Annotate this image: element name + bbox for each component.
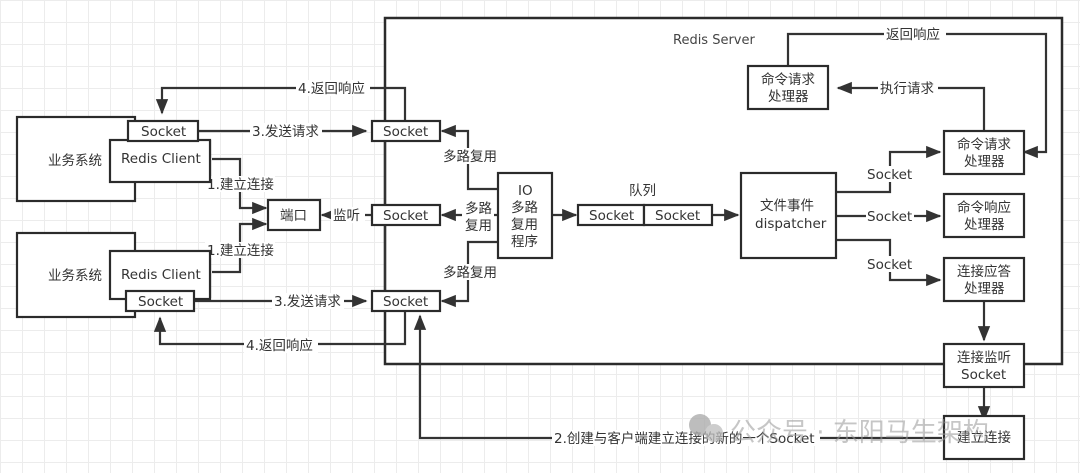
edge-return-response-top xyxy=(155,86,407,122)
label-send-request-bottom: 3.发送请求 xyxy=(274,294,341,310)
label-mux-bottom: 多路复用 xyxy=(443,264,497,281)
cmd-response-line-2: 处理器 xyxy=(964,217,1005,233)
watermark-text: 公众号 · 东阳马生架构 xyxy=(730,418,989,448)
file-event-dispatcher-box xyxy=(739,171,838,260)
dispatcher-line-1: 文件事件 xyxy=(760,198,814,214)
watermark: 公众号 · 东阳马生架构 xyxy=(689,414,989,448)
conn-accept-handler xyxy=(942,256,1026,303)
queue-socket-2-label: Socket xyxy=(655,208,700,224)
label-server-return-response: 返回响应 xyxy=(886,26,940,43)
io-mux-line-1: IO xyxy=(518,183,533,199)
label-dispatch-top: Socket xyxy=(867,167,912,183)
server-socket-mid xyxy=(370,203,442,227)
cmd-request-top-line-1: 命令请求 xyxy=(761,71,815,88)
io-mux-line-2: 多路 xyxy=(511,199,539,216)
conn-listen-line-1: 连接监听 xyxy=(957,349,1011,366)
server-socket-top xyxy=(370,119,442,143)
port-box xyxy=(266,198,322,232)
cmd-response-line-1: 命令响应 xyxy=(957,199,1011,216)
label-mux-top: 多路复用 xyxy=(443,148,497,165)
io-multiplexer-box xyxy=(496,171,554,260)
queue-label: 队列 xyxy=(629,183,656,199)
establish-connection-box xyxy=(942,414,1026,461)
label-return-response-top: 4.返回响应 xyxy=(298,80,365,97)
client-socket-bottom xyxy=(124,289,196,313)
server-socket-mid-label: Socket xyxy=(383,208,428,224)
redis-server-title: Redis Server xyxy=(673,33,756,48)
cmd-request-handler-top xyxy=(746,64,830,111)
business-system-bottom-label: 业务系统 xyxy=(48,268,102,284)
conn-accept-line-1: 连接应答 xyxy=(957,263,1011,280)
label-create-socket: 2.创建与客户端建立连接的新的一个Socket xyxy=(554,430,815,447)
queue-socket-1-label: Socket xyxy=(589,208,634,224)
label-dispatch-mid: Socket xyxy=(867,209,912,225)
label-connect-top: 1.建立连接 xyxy=(207,176,274,193)
cmd-request-handler xyxy=(942,129,1026,176)
server-socket-bottom-label: Socket xyxy=(383,294,428,310)
label-send-request-top: 3.发送请求 xyxy=(252,124,319,140)
client-socket-top-label: Socket xyxy=(141,124,186,140)
redis-client-top-label: Redis Client xyxy=(121,151,201,167)
conn-listen-socket xyxy=(942,342,1026,389)
cmd-request-line-1: 命令请求 xyxy=(957,136,1011,153)
label-dispatch-bottom: Socket xyxy=(867,257,912,273)
dispatcher-line-2: dispatcher xyxy=(755,216,827,232)
label-connect-bottom: 1.建立连接 xyxy=(207,242,274,259)
label-execute-request: 执行请求 xyxy=(880,81,934,97)
label-mux-mid-1: 多路 xyxy=(465,200,492,217)
cmd-response-handler xyxy=(942,192,1026,239)
label-listen: 监听 xyxy=(333,208,360,224)
establish-connection-label: 建立连接 xyxy=(957,429,1011,446)
client-socket-bottom-label: Socket xyxy=(138,294,183,310)
cmd-request-line-2: 处理器 xyxy=(964,154,1005,170)
label-mux-mid-2: 复用 xyxy=(465,217,492,234)
server-socket-top-label: Socket xyxy=(383,124,428,140)
redis-client-top xyxy=(108,138,212,184)
business-system-top-label: 业务系统 xyxy=(48,153,102,169)
edge-server-return-response xyxy=(786,32,1048,159)
queue-socket-2 xyxy=(642,203,714,227)
cmd-request-top-line-2: 处理器 xyxy=(768,89,809,105)
client-socket-top xyxy=(126,119,200,143)
label-return-response-bottom: 4.返回响应 xyxy=(246,337,313,354)
redis-client-bottom-label: Redis Client xyxy=(121,267,201,283)
port-label: 端口 xyxy=(280,208,307,224)
conn-listen-line-2: Socket xyxy=(961,367,1006,383)
io-mux-line-3: 复用 xyxy=(511,216,538,233)
server-socket-bottom xyxy=(370,289,442,313)
redis-server-container xyxy=(383,16,1064,366)
conn-accept-line-2: 处理器 xyxy=(964,281,1005,297)
io-mux-line-4: 程序 xyxy=(511,234,538,250)
